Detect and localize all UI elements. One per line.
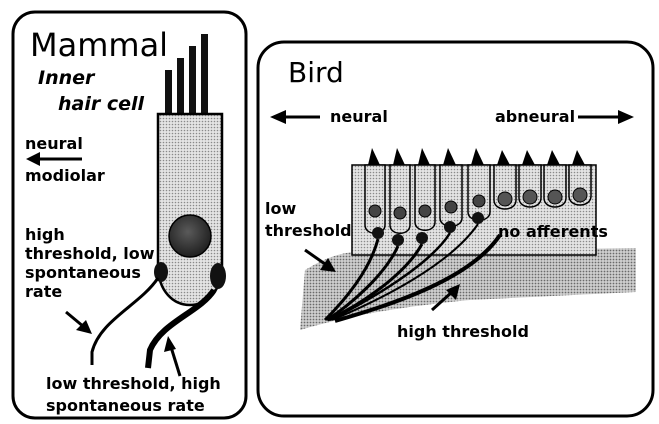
high-threshold-label-line2: threshold, low xyxy=(25,244,155,263)
high-threshold-label-line4: rate xyxy=(25,282,62,301)
low-threshold-label-line2: spontaneous rate xyxy=(46,396,205,415)
cell-label-line1: Inner xyxy=(38,67,96,89)
cell-label-line2: hair cell xyxy=(58,93,145,115)
direction-modiolar-label: modiolar xyxy=(25,166,105,185)
bird-title: Bird xyxy=(288,56,344,89)
no-afferents-label: no afferents xyxy=(498,222,608,241)
bird-low-threshold-line1: low xyxy=(265,199,296,218)
bird-low-threshold-line2: threshold xyxy=(265,221,352,240)
bird-abneural-label: abneural xyxy=(495,107,575,126)
direction-neural-label: neural xyxy=(25,134,83,153)
bird-high-threshold-label: high threshold xyxy=(397,322,529,341)
mammal-title: Mammal xyxy=(30,26,168,64)
low-threshold-label-line1: low threshold, high xyxy=(46,374,221,393)
abneural-side-terminal xyxy=(210,263,226,289)
high-threshold-label-line3: spontaneous xyxy=(25,263,141,282)
bird-neural-label: neural xyxy=(330,107,388,126)
bird-panel: Bird neural abneural xyxy=(258,42,653,416)
cell-nucleus xyxy=(169,215,211,257)
mammal-panel: Mammal Inner hair cell neural modiolar h… xyxy=(13,12,246,418)
high-threshold-label-line1: high xyxy=(25,225,65,244)
